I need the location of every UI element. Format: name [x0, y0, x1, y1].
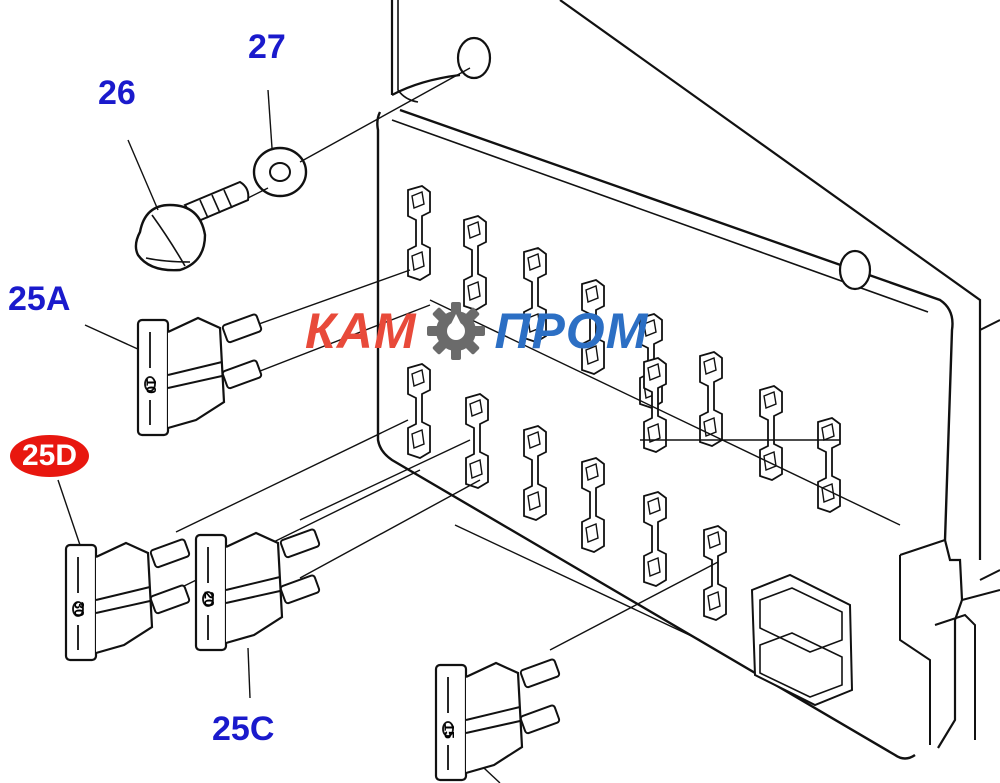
fuse-25d: 30: [64, 537, 192, 662]
leader-lines: [57, 67, 901, 783]
fuse-box: [376, 0, 1000, 760]
fuse-25c-rating: 20: [201, 591, 217, 607]
callout-25a: 25A: [8, 280, 71, 318]
fuse-25a-rating: 10: [143, 378, 159, 394]
screw: [134, 180, 250, 272]
watermark-left-text: КАМ: [305, 303, 417, 359]
callout-27: 27: [248, 28, 286, 66]
fuse-bottom: 15: [434, 657, 562, 782]
connector-block: [750, 573, 854, 707]
callout-25c: 25C: [212, 710, 275, 748]
gear-icon: [426, 302, 485, 360]
fuse-25a: 10: [136, 312, 264, 437]
fuse-25c: 20: [194, 527, 322, 652]
watermark-logo: КАМ ПРОМ: [305, 300, 648, 362]
washer: [252, 146, 308, 198]
callout-26: 26: [98, 74, 136, 112]
fuse-bottom-rating: 15: [441, 723, 457, 739]
fuse-25d-rating: 30: [71, 601, 87, 617]
callout-25d: 25D: [10, 435, 90, 477]
mounting-hole-right: [838, 249, 872, 291]
mounting-hole-top: [456, 36, 492, 80]
watermark-right-text: ПРОМ: [494, 303, 649, 359]
